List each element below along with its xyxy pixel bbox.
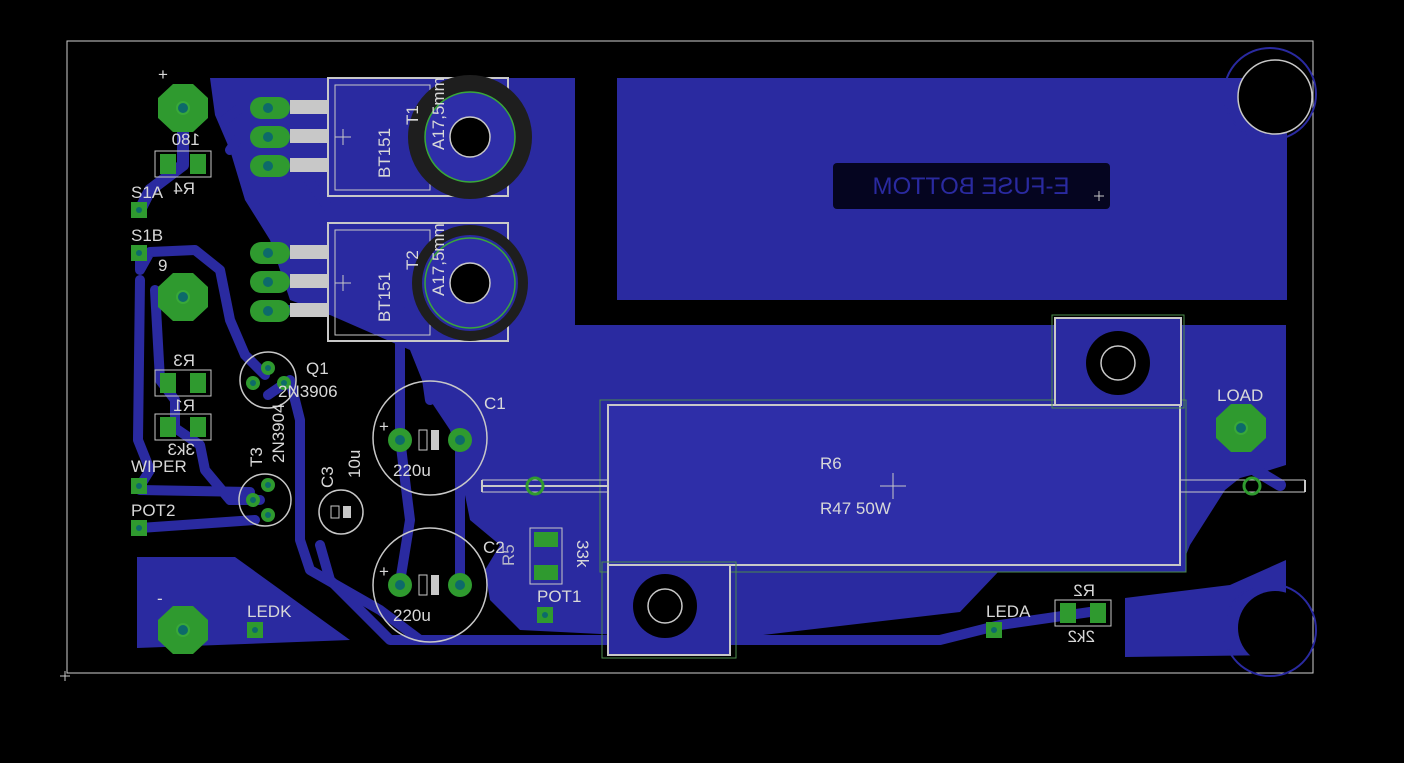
trace-s1b-loop — [135, 245, 270, 380]
r1-name: R1 — [173, 396, 195, 415]
q1-type: 2N3906 — [278, 382, 338, 401]
trace-t3-q1 — [263, 375, 425, 645]
t2-name: T2 — [403, 250, 422, 270]
trace-c1-c2 — [395, 433, 415, 587]
r4-name: R4 — [173, 179, 195, 198]
r5-name: R5 — [499, 544, 518, 566]
c3-capacitor: C3 10u — [318, 450, 364, 535]
r6-value: R47 50W — [820, 499, 891, 518]
r4-value: 180 — [172, 130, 200, 149]
q1-name: Q1 — [306, 359, 329, 378]
r2-name: R2 — [1073, 581, 1095, 600]
label-wiper: WIPER — [131, 457, 187, 476]
label-pin9: 9 — [158, 256, 167, 275]
label-leda: LEDA — [986, 602, 1031, 621]
t3-type: 2N3904 — [269, 403, 288, 463]
label-minus: - — [157, 589, 163, 608]
t2-type: BT151 — [375, 272, 394, 322]
r1-value: 3k3 — [168, 440, 195, 459]
r6-power-resistor: R6 R47 50W — [481, 314, 1306, 659]
label-s1b: S1B — [131, 226, 163, 245]
t2-thyristor: A17,5mm BT151 T2 — [290, 222, 528, 342]
r6-mount-hole-top — [1086, 331, 1150, 395]
power-pads — [158, 84, 1266, 654]
c3-value: 10u — [345, 450, 364, 478]
c2-name: C2 — [483, 538, 505, 557]
board-outline — [66, 40, 1314, 674]
t1-thyristor: A17,5mm BT151 T1 — [290, 75, 532, 199]
trace-pot2 — [135, 515, 260, 533]
r2-value: 2k2 — [1068, 627, 1095, 646]
mounting-hole-top-right-inner — [1237, 59, 1313, 135]
mounting-holes — [1223, 47, 1317, 677]
label-ledk: LEDK — [247, 602, 292, 621]
r4-resistor: 180 R4 — [154, 130, 212, 198]
label-pot1: POT1 — [537, 587, 581, 606]
mounting-hole-top-right — [1223, 47, 1317, 141]
label-s1a: S1A — [131, 183, 164, 202]
board-text-label: E-FUSE BOTTOM — [873, 173, 1070, 200]
svg-text:+: + — [379, 417, 389, 436]
r1-resistor: R1 3k3 — [154, 396, 212, 459]
t1-name: T1 — [403, 105, 422, 125]
mounting-hole-bottom-right — [1223, 583, 1317, 677]
board-text-badge: E-FUSE BOTTOM — [833, 163, 1110, 209]
c1-capacitor: + C1 220u — [372, 380, 506, 496]
r3-name: R3 — [173, 351, 195, 370]
trace-left-vertical — [133, 275, 155, 491]
mounting-hole-bottom-right-inner — [1238, 591, 1312, 665]
t1-type: BT151 — [375, 128, 394, 178]
r2-resistor: R2 2k2 — [1054, 476, 1262, 646]
t3-transistor: T3 2N3904 — [238, 403, 292, 527]
r6-name: R6 — [820, 454, 842, 473]
c2-capacitor: + C2 220u — [372, 527, 505, 643]
c3-name: C3 — [318, 466, 337, 488]
c1-name: C1 — [484, 394, 506, 413]
c2-value: 220u — [393, 606, 431, 625]
t1-heatsink-label: A17,5mm — [429, 77, 448, 150]
board-text-background — [833, 163, 1110, 209]
r6-mount-hole-bottom — [633, 574, 697, 638]
q1-transistor: Q1 2N3906 — [239, 351, 338, 409]
label-load: LOAD — [1217, 386, 1263, 405]
label-plus: + — [158, 65, 168, 84]
svg-text:+: + — [379, 562, 389, 581]
trace-wiper — [135, 485, 255, 497]
t2-heatsink-label: A17,5mm — [429, 223, 448, 296]
r5-resistor: R5 33k — [499, 476, 592, 585]
r5-value: 33k — [573, 540, 592, 568]
r3-resistor: R3 — [154, 351, 212, 397]
label-pot2: POT2 — [131, 501, 175, 520]
c1-value: 220u — [393, 461, 431, 480]
t3-name: T3 — [247, 447, 266, 467]
